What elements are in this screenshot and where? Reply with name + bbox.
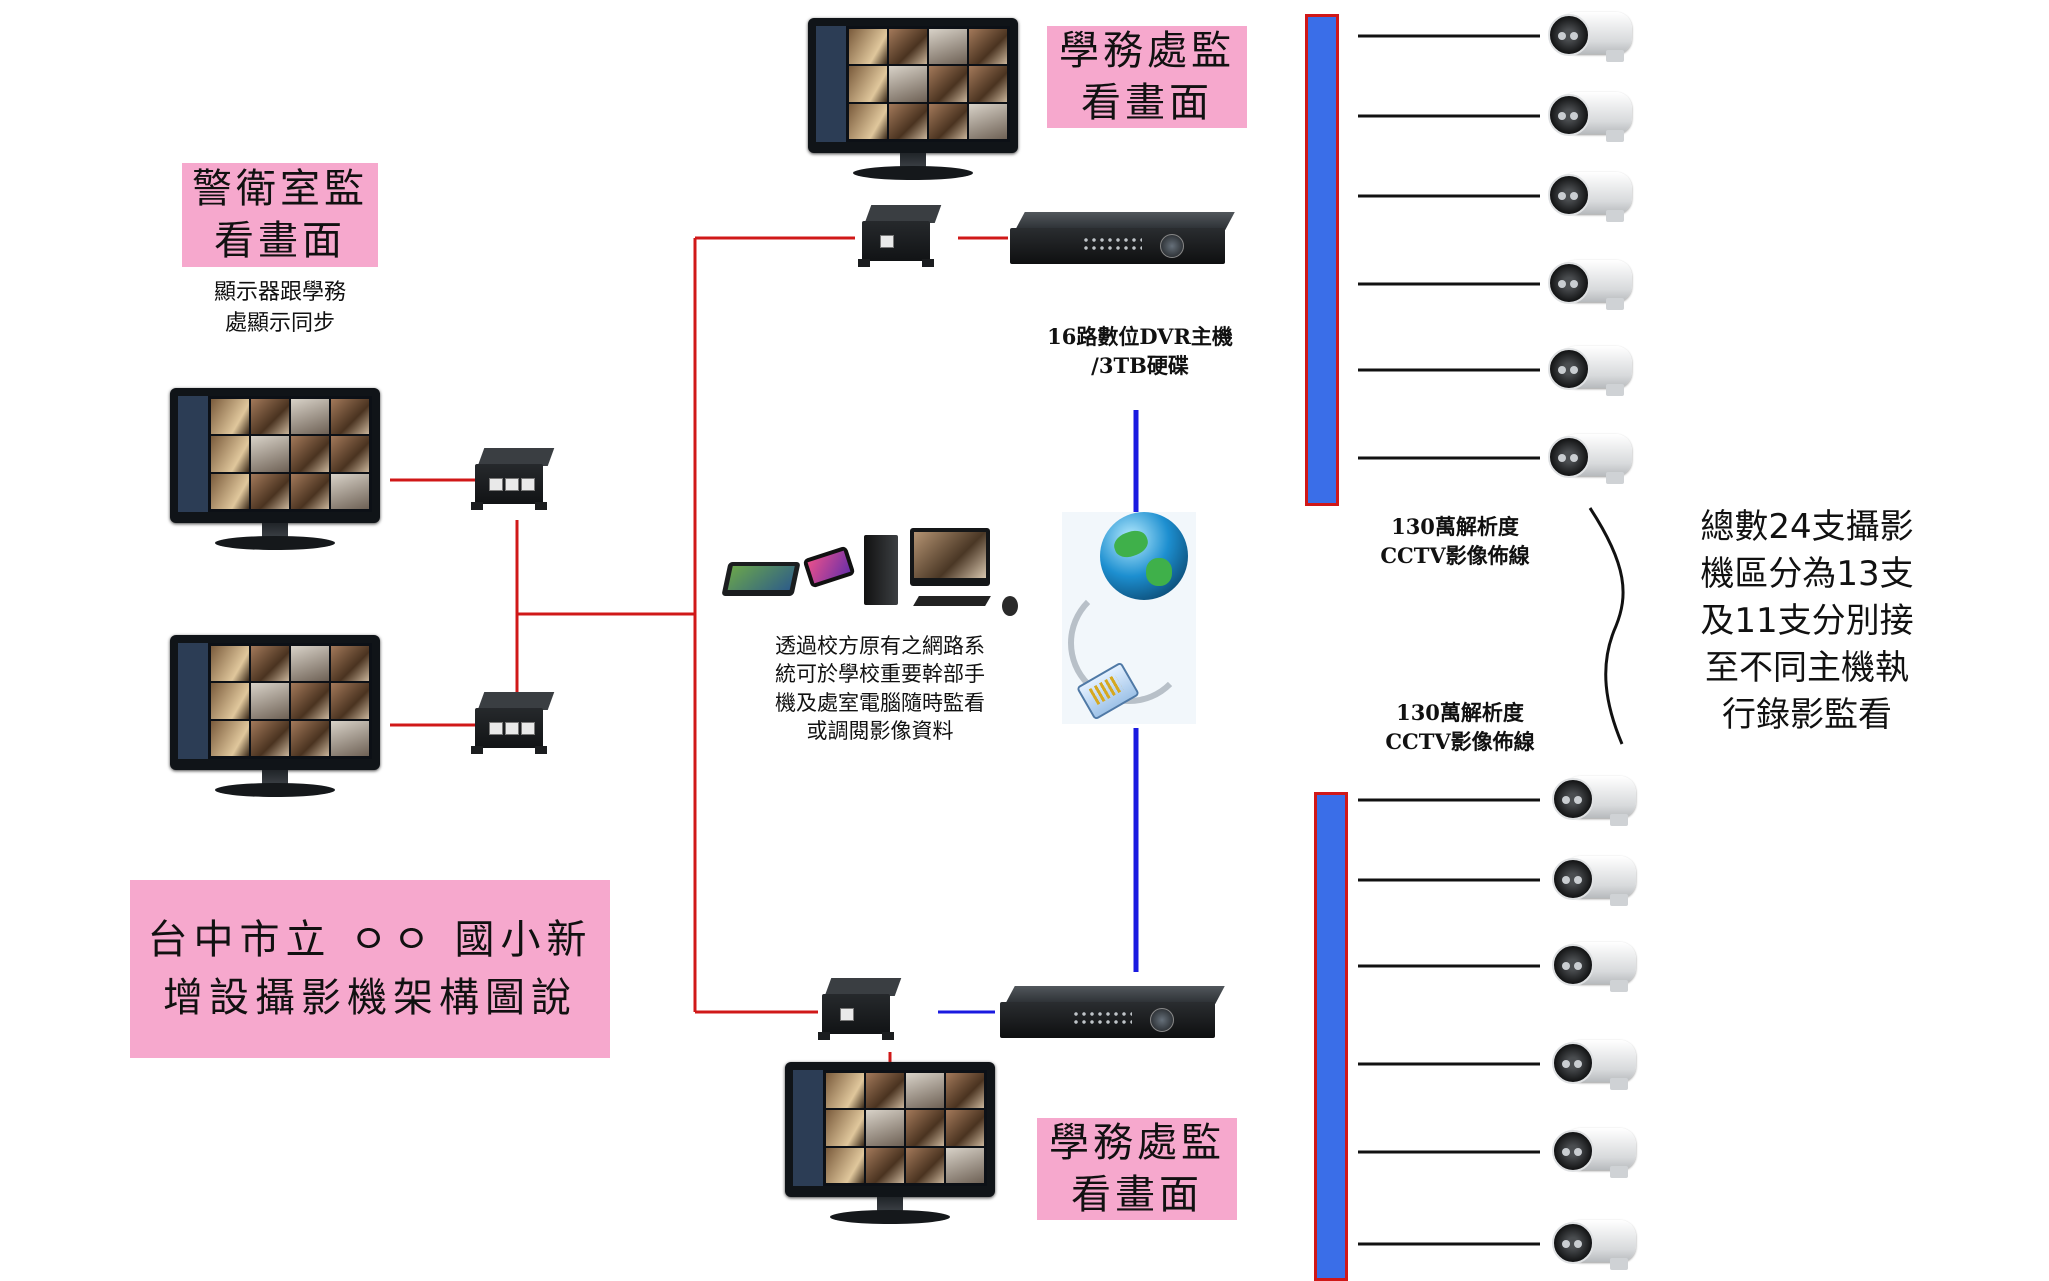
wiring-label-top: 130萬解析度 CCTV影像佈線: [1360, 512, 1550, 571]
network-cable-icon: [1068, 582, 1190, 704]
summary-line-3: 及11支分別接: [1700, 600, 1914, 641]
cctv-camera-icon: [1552, 936, 1638, 994]
office-bottom-title-line-2: 看畫面: [1071, 1172, 1203, 1218]
guard-room-note-line-2: 處顯示同步: [224, 310, 335, 336]
guard-room-note-line-1: 顯示器跟學務: [213, 280, 346, 305]
network-note-line-4: 或調閱影像資料: [806, 719, 954, 744]
office-bottom-converter: [818, 978, 902, 1040]
summary-line-1: 總數24支攝影: [1700, 507, 1914, 547]
cctv-camera-icon: [1552, 850, 1638, 908]
office-bottom-title: 學務處監 看畫面: [1037, 1118, 1237, 1220]
cctv-camera-icon: [1548, 428, 1634, 486]
cctv-camera-icon: [1548, 340, 1634, 398]
camera-hub-bar-bottom: [1314, 792, 1348, 1281]
wiring-top-line-1: 130萬解析度: [1391, 514, 1519, 539]
guard-room-title-line-2: 看畫面: [214, 218, 346, 264]
dvr-bottom: [1000, 986, 1225, 1046]
group-brace: [1588, 507, 1625, 745]
summary-line-2: 機區分為13支: [1700, 553, 1914, 594]
office-top-title-line-1: 學務處監: [1059, 28, 1235, 74]
dvr-spec-line-1: 16路數位DVR主機: [1047, 324, 1233, 349]
office-bottom-title-line-1: 學務處監: [1049, 1120, 1225, 1166]
wiring-bottom-line-1: 130萬解析度: [1396, 700, 1524, 725]
office-top-title-line-2: 看畫面: [1081, 80, 1213, 126]
cctv-camera-icon: [1552, 770, 1638, 828]
cctv-camera-icon: [1552, 1034, 1638, 1092]
camera-count-summary: 總數24支攝影 機區分為13支 及11支分別接 至不同主機執 行錄影監看: [1672, 504, 1942, 739]
wiring-label-bottom: 130萬解析度 CCTV影像佈線: [1365, 698, 1555, 757]
dvr-spec-line-2: /3TB硬碟: [1091, 353, 1189, 379]
dvr-spec-label: 16路數位DVR主機 /3TB硬碟: [1025, 322, 1255, 381]
wiring-top-line-2: CCTV影像佈線: [1380, 543, 1530, 569]
office-top-title: 學務處監 看畫面: [1047, 26, 1247, 128]
office-top-monitor: [808, 18, 1018, 188]
wiring-bottom-line-2: CCTV影像佈線: [1385, 729, 1535, 755]
internet-globe-card: [1062, 512, 1196, 724]
guard-monitor-2: [170, 635, 380, 805]
summary-line-5: 行錄影監看: [1722, 694, 1892, 735]
guard-room-title-line-1: 警衛室監: [192, 166, 368, 212]
network-note-line-2: 統可於學校重要幹部手: [775, 662, 985, 687]
diagram-title-line-1: 台中市立 ㅇㅇ 國小新: [147, 917, 593, 963]
summary-line-4: 至不同主機執: [1705, 647, 1909, 688]
network-note-line-3: 機及處室電腦隨時監看: [775, 690, 985, 715]
desktop-tower: [864, 535, 898, 605]
network-access-note: 透過校方原有之網路系 統可於學校重要幹部手 機及處室電腦隨時監看 或調閱影像資料: [735, 632, 1025, 745]
cctv-camera-icon: [1548, 166, 1634, 224]
cctv-camera-icon: [1548, 86, 1634, 144]
cctv-camera-icon: [1552, 1122, 1638, 1180]
guard-converter-1: [471, 448, 555, 510]
dvr-top: [1010, 212, 1235, 272]
desktop-monitor: [910, 528, 990, 586]
cctv-camera-icon: [1548, 6, 1634, 64]
diagram-title: 台中市立 ㅇㅇ 國小新 增設攝影機架構圖說: [130, 880, 610, 1058]
network-note-line-1: 透過校方原有之網路系: [775, 634, 985, 658]
office-top-converter: [858, 205, 942, 267]
diagram-title-line-2: 增設攝影機架構圖說: [163, 975, 577, 1021]
camera-hub-bar-top: [1305, 14, 1339, 506]
tablet-device: [721, 562, 801, 596]
mouse-device: [1002, 596, 1018, 616]
office-bottom-monitor: [785, 1062, 995, 1232]
cctv-camera-icon: [1552, 1214, 1638, 1272]
guard-converter-2: [471, 692, 555, 754]
guard-room-title: 警衛室監 看畫面: [182, 163, 378, 267]
keyboard-device: [913, 596, 991, 606]
cctv-camera-icon: [1548, 254, 1634, 312]
guard-monitor-1: [170, 388, 380, 558]
guard-room-note: 顯示器跟學務 處顯示同步: [170, 278, 390, 340]
